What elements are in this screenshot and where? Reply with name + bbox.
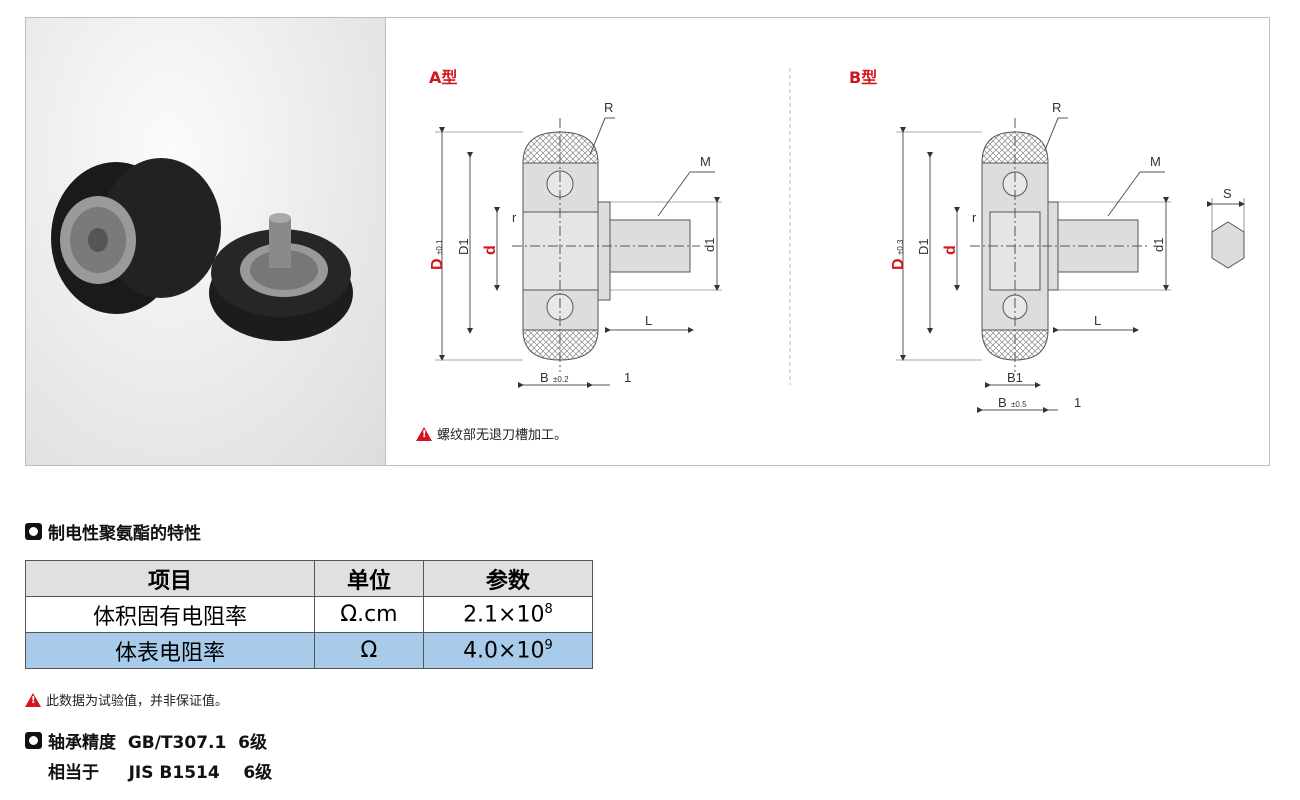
thread-note: 螺纹部无退刀槽加工。: [416, 424, 567, 443]
cell-item: 体积固有电阻率: [24, 596, 316, 633]
thread-note-text: 螺纹部无退刀槽加工。: [437, 428, 568, 443]
technical-drawings: R M r L B ±0.2 1 D ±0.1 D1 d d1: [429, 68, 1245, 413]
warning-icon: [25, 692, 41, 707]
warning-icon: [416, 426, 432, 441]
properties-table: 项目 单位 参数 体积固有电阻率 Ω.cm 2.1×108 体表电阻率 Ω 4.…: [24, 560, 594, 669]
svg-text:R: R: [604, 100, 613, 115]
svg-text:M: M: [1150, 154, 1161, 169]
roller-photo-illustration: [51, 158, 353, 341]
precision-line-2: 相当于 JIS B1514 6级: [48, 763, 273, 783]
svg-text:M: M: [700, 154, 711, 169]
svg-text:±0.5: ±0.5: [1011, 400, 1027, 409]
svg-text:d1: d1: [702, 238, 717, 252]
svg-text:D: D: [890, 258, 907, 270]
svg-text:D1: D1: [916, 238, 931, 255]
table-row: 体积固有电阻率 Ω.cm 2.1×108: [24, 596, 594, 633]
svg-text:B: B: [540, 370, 549, 385]
svg-text:r: r: [972, 210, 977, 225]
precision-heading: 轴承精度 GB/T307.1 6级: [25, 728, 267, 753]
value-base: 2.1×10: [463, 602, 545, 628]
svg-text:S: S: [1223, 186, 1232, 201]
svg-text:L: L: [645, 313, 652, 328]
type-b-labels: R M r L B1 B ±0.5 1 S D ±0.3 D1 d d1: [890, 100, 1232, 410]
column-header: 项目: [24, 560, 316, 597]
svg-text:±0.2: ±0.2: [553, 375, 569, 384]
column-header: 单位: [314, 560, 424, 597]
svg-text:R: R: [1052, 100, 1061, 115]
svg-text:L: L: [1094, 313, 1101, 328]
cell-value: 4.0×109: [422, 632, 594, 669]
product-photo: [26, 18, 386, 465]
type-b-title: B型: [849, 68, 878, 87]
svg-text:±0.3: ±0.3: [896, 239, 905, 255]
svg-text:B: B: [998, 395, 1007, 410]
svg-text:r: r: [512, 210, 517, 225]
precision-line-1: 轴承精度 GB/T307.1 6级: [48, 733, 267, 753]
cell-item: 体表电阻率: [24, 632, 316, 669]
bullet-icon: [25, 732, 42, 749]
type-a-labels: R M r L B ±0.2 1 D ±0.1 D1 d d1: [429, 100, 717, 385]
svg-text:B1: B1: [1007, 370, 1023, 385]
type-a-drawing: [435, 117, 722, 388]
value-base: 4.0×10: [463, 638, 545, 664]
test-value-note: 此数据为试验值，并非保证值。: [25, 690, 228, 709]
svg-text:1: 1: [1074, 395, 1081, 410]
value-exponent: 9: [544, 637, 553, 653]
cell-unit: Ω.cm: [314, 596, 424, 633]
properties-heading-text: 制电性聚氨酯的特性: [48, 524, 201, 544]
bullet-icon: [25, 523, 42, 540]
svg-text:d: d: [482, 245, 499, 255]
type-b-drawing: [896, 117, 1245, 413]
properties-heading: 制电性聚氨酯的特性: [25, 519, 201, 544]
svg-text:±0.1: ±0.1: [435, 239, 444, 255]
type-a-title: A型: [429, 68, 458, 87]
table-header-row: 项目 单位 参数: [24, 560, 594, 597]
precision-equivalent: 相当于 JIS B1514 6级: [48, 758, 272, 783]
svg-text:D: D: [429, 258, 446, 270]
column-header: 参数: [422, 560, 594, 597]
svg-text:D1: D1: [456, 238, 471, 255]
table-row: 体表电阻率 Ω 4.0×109: [24, 632, 594, 669]
cell-unit: Ω: [314, 632, 424, 669]
cell-value: 2.1×108: [422, 596, 594, 633]
svg-text:d1: d1: [1151, 238, 1166, 252]
svg-text:1: 1: [624, 370, 631, 385]
svg-text:d: d: [942, 245, 959, 255]
test-value-note-text: 此数据为试验值，并非保证值。: [46, 694, 229, 709]
value-exponent: 8: [544, 601, 553, 617]
product-figure-frame: A型 B型 螺纹部无退刀槽加工。: [25, 17, 1270, 466]
